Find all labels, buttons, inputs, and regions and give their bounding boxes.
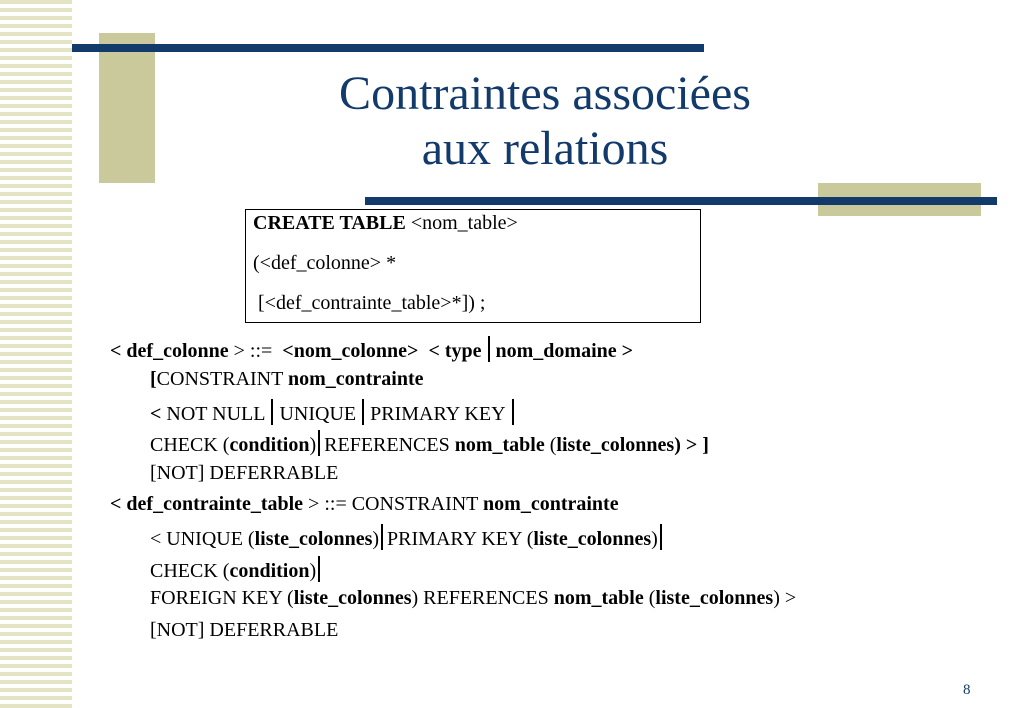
nom-contrainte-term: nom_contrainte (483, 493, 619, 515)
alternative-separator (318, 556, 321, 582)
decorative-stripe-bar (0, 0, 72, 708)
paren-close: ) (309, 560, 317, 582)
def-contrainte-line: [<def_contrainte_table>*]) ; (253, 292, 486, 314)
rule-name: def_contrainte_table (126, 493, 304, 515)
references-close: ) > ] (674, 434, 709, 456)
liste-colonnes-term: liste_colonnes (293, 587, 412, 609)
check-references-line: CHECK (condition) REFERENCES nom_table (l… (150, 430, 709, 457)
nom-table-term: nom_table (553, 587, 644, 609)
alternative-separator (362, 399, 365, 425)
rule-name: def_colonne (126, 340, 229, 362)
rule-assign: > ::= CONSTRAINT (303, 493, 484, 515)
slide-title: Contraintes associées aux relations (250, 66, 840, 176)
check-keyword: CHECK ( (150, 434, 230, 456)
nom-colonne-term: <nom_colonne> (282, 340, 419, 362)
not-null-option: NOT NULL (161, 403, 266, 425)
column-constraint-options-line: < NOT NULL UNIQUE PRIMARY KEY (150, 399, 520, 426)
alternative-separator (271, 399, 274, 425)
paren-open: ( (643, 587, 656, 609)
condition-term: condition (229, 434, 310, 456)
create-table-rest: <nom_table> (405, 212, 518, 234)
paren-close: ) (651, 528, 658, 550)
decorative-line-top (72, 44, 704, 52)
def-colonne-line: (<def_colonne> * (253, 252, 397, 274)
check-line: CHECK (condition) (150, 556, 324, 583)
bracket-open: [ (150, 368, 157, 390)
foreign-key-line: FOREIGN KEY (liste_colonnes) REFERENCES … (150, 587, 796, 610)
foreign-key-close: ) > (773, 587, 797, 609)
unique-keyword: < UNIQUE ( (150, 528, 255, 550)
primary-key-keyword: PRIMARY KEY ( (387, 528, 534, 550)
slide-title-line1: Contraintes associées (339, 67, 751, 120)
primary-key-option: PRIMARY KEY (370, 403, 506, 425)
type-term: type (444, 340, 482, 362)
angle-open: < (150, 403, 162, 425)
alternative-separator (511, 399, 514, 425)
constraint-line: [CONSTRAINT nom_contrainte (150, 368, 424, 391)
foreign-key-keyword: FOREIGN KEY ( (150, 587, 294, 609)
deferrable-line: [NOT] DEFERRABLE (150, 619, 339, 641)
decorative-line-right (365, 197, 997, 205)
liste-colonnes-term: liste_colonnes (655, 587, 774, 609)
paren-close: ) (372, 528, 380, 550)
liste-colonnes-term: liste_colonnes (556, 434, 675, 456)
unique-option: UNIQUE (279, 403, 357, 425)
alternative-separator (318, 430, 321, 456)
rule-open: < (110, 340, 127, 362)
check-keyword: CHECK ( (150, 560, 230, 582)
create-table-keyword: CREATE TABLE (253, 212, 406, 234)
references-keyword: ) REFERENCES (411, 587, 554, 609)
rule-open: < (110, 493, 127, 515)
condition-term: condition (229, 560, 310, 582)
constraint-keyword: CONSTRAINT (156, 368, 288, 390)
paren-open: ( (544, 434, 557, 456)
decorative-accent-top-left (99, 33, 155, 183)
nom-table-term: nom_table (454, 434, 545, 456)
page-number: 8 (963, 682, 971, 698)
unique-primary-key-line: < UNIQUE (liste_colonnes)PRIMARY KEY (li… (150, 524, 666, 551)
alternative-separator (659, 524, 662, 550)
slide-title-line2: aux relations (421, 122, 669, 175)
deferrable-line: [NOT] DEFERRABLE (150, 462, 339, 484)
create-table-syntax-box: CREATE TABLE <nom_table> (<def_colonne> … (245, 209, 701, 323)
def-colonne-rule-header: < def_colonne > ::= <nom_colonne> < type… (110, 336, 633, 363)
create-table-line: CREATE TABLE <nom_table> (253, 212, 518, 235)
references-keyword: REFERENCES (324, 434, 455, 456)
paren-close: ) (309, 434, 317, 456)
liste-colonnes-term: liste_colonnes (254, 528, 373, 550)
def-contrainte-table-rule-header: < def_contrainte_table > ::= CONSTRAINT … (110, 493, 619, 516)
alternative-separator (381, 524, 384, 550)
nom-domaine-term: nom_domaine (495, 340, 617, 362)
liste-colonnes-term: liste_colonnes (533, 528, 652, 550)
alternative-separator (487, 336, 490, 362)
nom-contrainte-term: nom_contrainte (287, 368, 424, 390)
type-open: < (418, 340, 445, 362)
type-close: > (616, 340, 634, 362)
rule-assign: > ::= (228, 340, 283, 362)
